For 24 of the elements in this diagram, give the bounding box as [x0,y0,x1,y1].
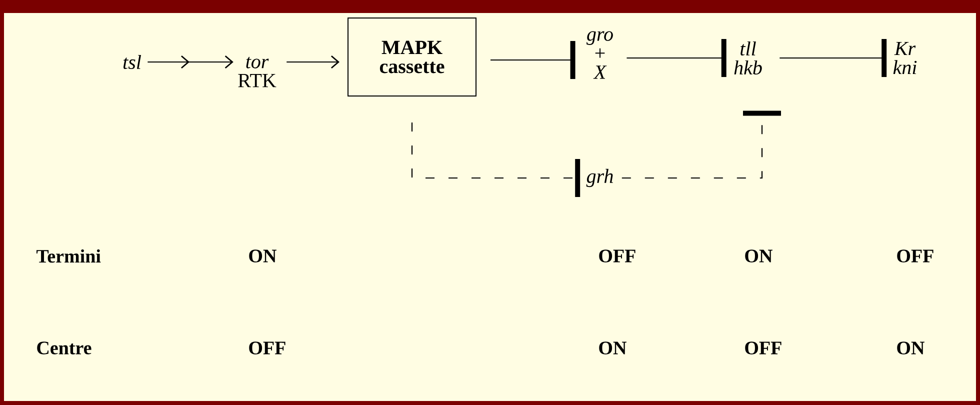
state-label: OFF [599,250,636,262]
gene-label: Kr kni [893,42,917,74]
state-label: ON [599,342,626,354]
state-label: OFF [249,342,286,354]
process-box: MAPK cassette [348,18,476,96]
state-label: ON [249,250,276,262]
inhibition-line [411,122,580,197]
state-label: ON [897,342,924,354]
arrow [286,55,340,69]
gene-label: tsl [123,54,141,70]
inhibition-line [626,39,726,77]
arrow [148,55,234,69]
row-label: Termini [36,249,101,263]
inhibition-line [622,110,781,179]
row-label: Centre [37,342,92,354]
state-label: OFF [897,250,934,262]
gene-label: grh [586,168,613,188]
inhibition-line [780,39,887,77]
gene-label: tor RTK [238,56,276,88]
gene-label: tll hkb [734,41,762,75]
state-label: OFF [745,342,782,354]
state-label: ON [745,250,772,262]
inhibition-line [490,41,576,79]
gene-label: gro + X [586,31,613,79]
